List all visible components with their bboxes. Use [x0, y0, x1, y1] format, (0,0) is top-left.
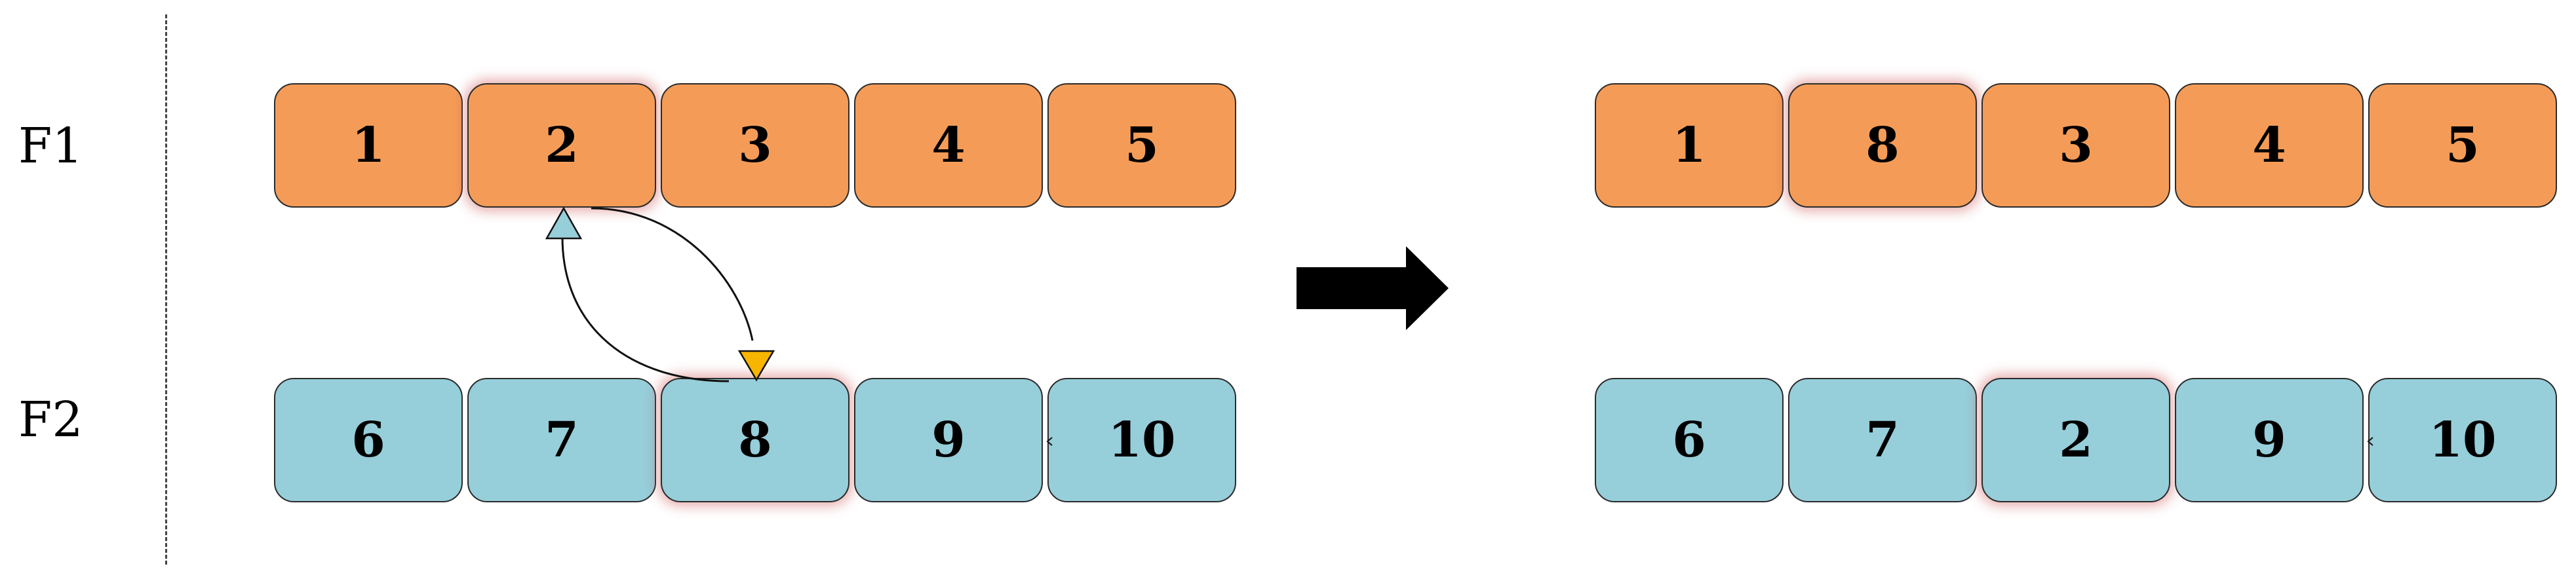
swap-return-curve: [561, 236, 730, 382]
after-connector-9-10: [2367, 437, 2373, 446]
before-f1-cell-1: 1: [274, 83, 463, 208]
before-connector-9-10: [1046, 437, 1053, 446]
after-f1-cell-4: 4: [2175, 83, 2364, 208]
before-f2-cell-5: 10: [1047, 378, 1236, 502]
before-f2-cell-2: 7: [467, 378, 656, 502]
dashed-divider: [165, 14, 167, 565]
swap-arrow-icon: [591, 207, 754, 341]
before-f1-cell-2: 2: [467, 83, 656, 208]
before-f1-cell-4: 4: [854, 83, 1043, 208]
down-arrowhead-icon: [737, 350, 775, 382]
row-label-f2: F2: [18, 392, 83, 448]
after-f2-cell-4: 9: [2175, 378, 2364, 502]
after-f1-cell-2: 8: [1788, 83, 1977, 208]
before-f2-cell-4: 9: [854, 378, 1043, 502]
after-f2-cell-5: 10: [2368, 378, 2557, 502]
before-f2-cell-3: 8: [661, 378, 849, 502]
after-f2-cell-1: 6: [1595, 378, 1784, 502]
before-f2-cell-1: 6: [274, 378, 463, 502]
up-arrowhead-icon: [545, 206, 583, 240]
big-right-arrow-icon: [1297, 246, 1449, 330]
after-f1-cell-3: 3: [1981, 83, 2170, 208]
after-f2-cell-2: 7: [1788, 378, 1977, 502]
after-f2-cell-3: 2: [1981, 378, 2170, 502]
row-label-f1: F1: [18, 118, 83, 174]
after-f1-cell-5: 5: [2368, 83, 2557, 208]
after-f1-cell-1: 1: [1595, 83, 1784, 208]
before-f1-cell-5: 5: [1047, 83, 1236, 208]
before-f1-cell-3: 3: [661, 83, 849, 208]
